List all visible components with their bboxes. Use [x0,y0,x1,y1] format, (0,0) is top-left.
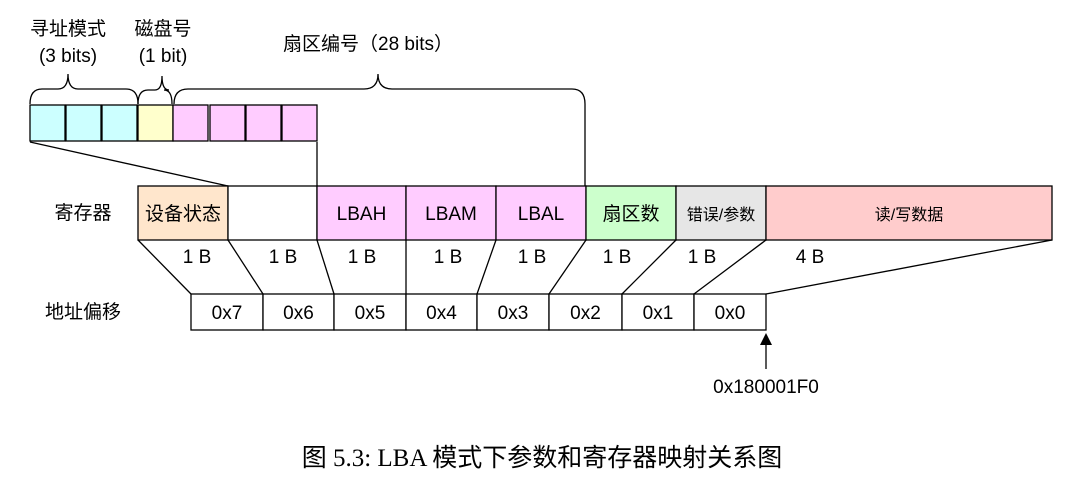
offset-label-1: 0x6 [283,303,314,324]
size-label-6: 1 B [688,247,717,268]
register-box-7 [765,185,1053,241]
converge-line-2 [316,239,335,295]
bit-cell-mode-1 [65,104,102,142]
register-label-6: 错误/参数 [687,206,755,224]
addr-mode-bits-label: (3 bits) [39,46,97,67]
offset-row-label: 地址偏移 [45,301,121,323]
size-label-3: 1 B [434,247,463,268]
converge-line-6 [621,239,677,295]
sector-no-label: 扇区编号（28 bits） [283,33,453,55]
converge-line-7 [693,239,767,295]
offset-box-1 [262,293,335,331]
bit-cell-sector-4 [172,104,209,142]
register-row: 设备状态 LBAH LBAM LBAL 扇区数 错误/参数 读/写数据 [137,185,1053,241]
addr-mode-brace [29,73,139,105]
registers-row-label: 寄存器 [54,202,111,224]
bit-cell-sector-5 [209,104,246,142]
offset-label-6: 0x1 [643,303,674,324]
size-label-0: 1 B [183,247,212,268]
offset-label-3: 0x4 [426,303,457,324]
offset-label-2: 0x5 [355,303,386,324]
offset-box-7 [693,293,767,331]
offset-label-5: 0x2 [570,303,601,324]
offset-label-0: 0x7 [212,303,243,324]
bit-mapping-lines [29,141,318,187]
bit-cell-mode-2 [101,104,138,142]
converge-line-5 [548,239,587,295]
offset-box-6 [621,293,695,331]
converge-line-4 [476,239,497,295]
bit-braces [29,73,586,186]
addr-mode-label: 寻址模式 [30,18,106,40]
offset-box-2 [333,293,407,331]
register-label-5: 扇区数 [602,203,659,225]
bit-cell-sector-7 [281,104,318,142]
register-label-3: LBAM [425,204,477,225]
offset-box-5 [548,293,623,331]
offset-label-4: 0x3 [498,303,529,324]
disk-no-label: 磁盘号 [134,18,191,40]
disk-no-brace [137,75,173,105]
register-box-5 [585,185,677,241]
converge-line-0 [137,239,192,295]
register-box-1 [227,185,318,241]
bit-cell-mode-0 [29,104,66,142]
mapping-line-left [29,141,229,187]
bit-cell-sector-6 [245,104,282,142]
bit-cell-disk-3 [137,104,174,142]
offset-label-7: 0x0 [715,303,746,324]
converge-lines [137,239,1053,295]
size-label-2: 1 B [348,247,377,268]
register-label-0: 设备状态 [145,203,221,225]
size-label-4: 1 B [518,247,547,268]
converge-line-1 [227,239,264,295]
register-label-2: LBAH [337,204,387,225]
size-label-7: 4 B [796,247,825,268]
register-label-4: LBAL [518,204,564,225]
offset-box-3 [405,293,478,331]
bit-cells [29,104,318,142]
register-box-2 [316,185,407,241]
sector-no-brace [173,73,586,186]
base-address-arrow [760,333,772,369]
size-label-5: 1 B [603,247,632,268]
size-labels: 1 B 1 B 1 B 1 B 1 B 1 B 1 B 4 B [183,247,825,268]
converge-line-8 [765,239,1053,295]
register-box-4 [495,185,587,241]
register-box-0 [137,185,229,241]
size-label-1: 1 B [269,247,298,268]
disk-no-bits-label: (1 bit) [139,46,188,67]
register-label-7: 读/写数据 [875,206,943,224]
offset-row: 0x7 0x6 0x5 0x4 0x3 0x2 0x1 0x0 [190,293,767,331]
base-address-label: 0x180001F0 [713,377,819,398]
figure-caption: 图 5.3: LBA 模式下参数和寄存器映射关系图 [302,444,783,472]
register-box-6 [675,185,767,241]
register-box-3 [405,185,497,241]
